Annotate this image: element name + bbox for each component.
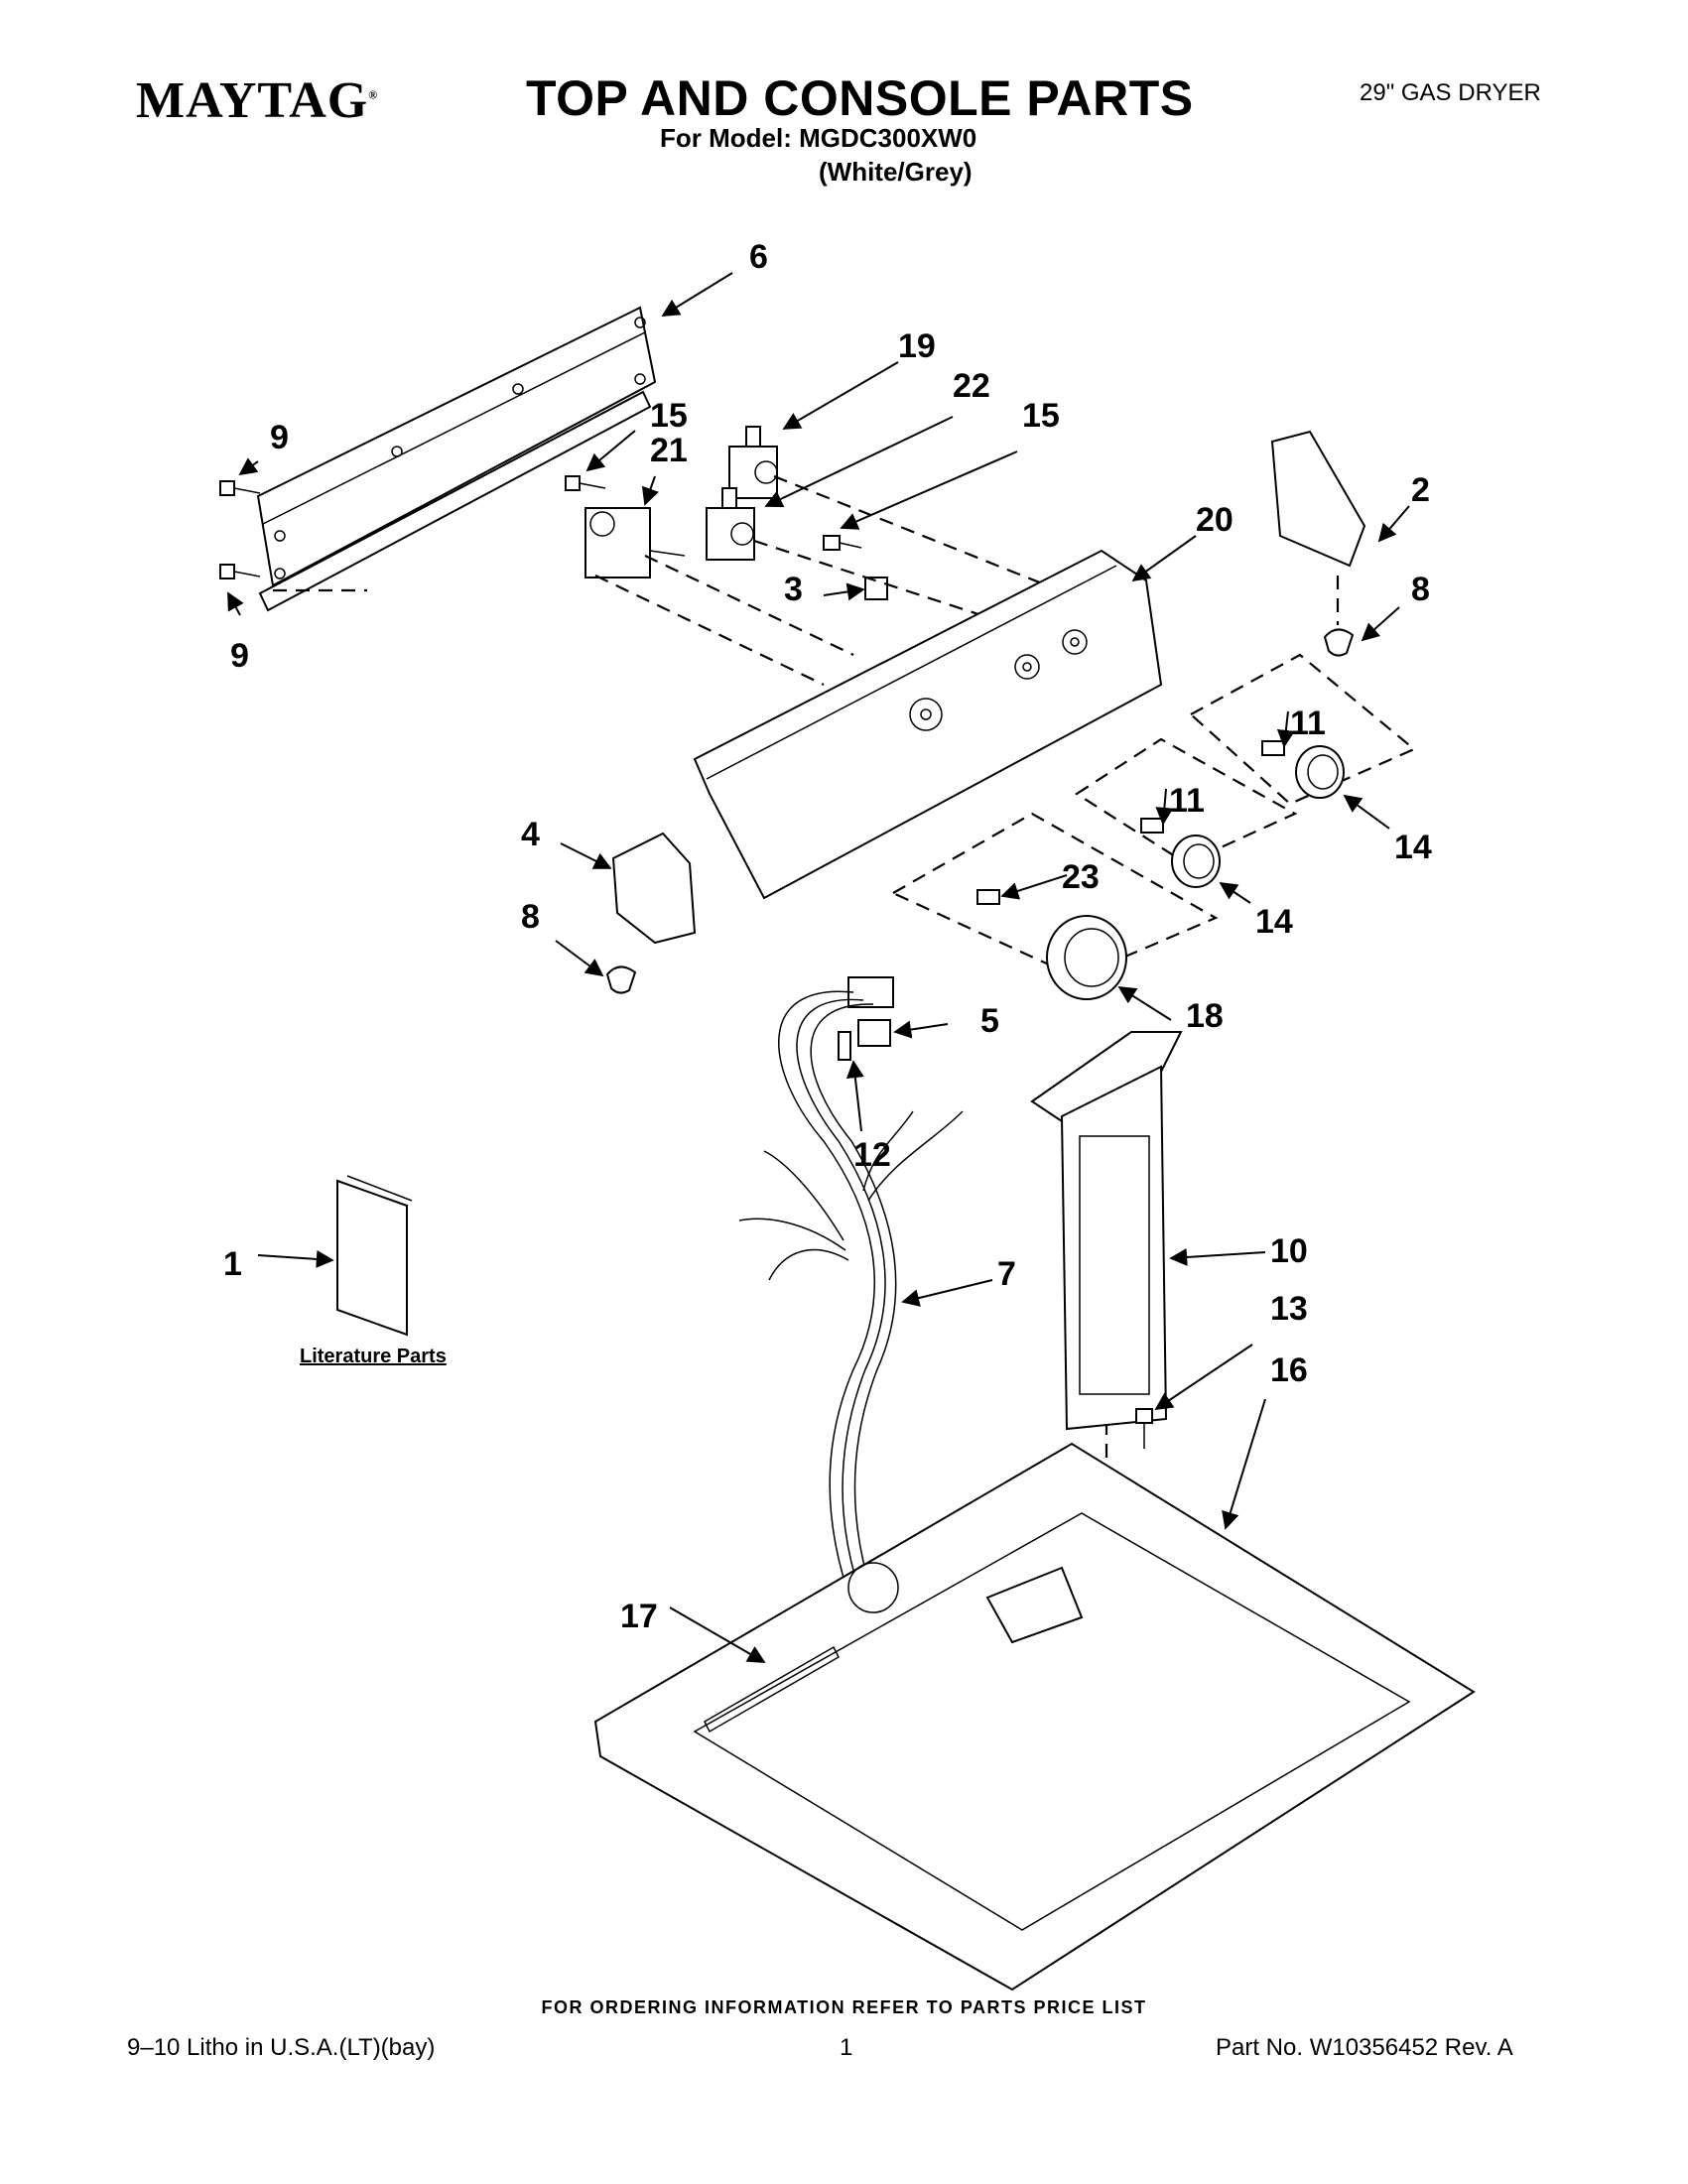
callout-6: 6: [749, 238, 768, 276]
callout-1: 1: [223, 1245, 242, 1283]
brand-name: MAYTAG: [136, 72, 369, 129]
lint-filter-part: [1030, 1031, 1183, 1449]
callout-19: 19: [898, 327, 936, 365]
wire-harness-part: [738, 976, 964, 1579]
callout-12: 12: [853, 1136, 891, 1174]
part-number: Part No. W10356452 Rev. A: [1216, 2034, 1513, 2061]
callout-13: 13: [1270, 1290, 1308, 1328]
callout-14b: 14: [1255, 903, 1293, 941]
callout-7: 7: [997, 1255, 1016, 1293]
console-panel-part: [693, 549, 1163, 900]
callout-16: 16: [1270, 1351, 1308, 1389]
callout-14a: 14: [1394, 829, 1432, 866]
callout-23: 23: [1062, 858, 1100, 896]
callout-10: 10: [1270, 1232, 1308, 1270]
callout-22: 22: [953, 367, 990, 405]
callout-15b: 15: [1022, 397, 1060, 435]
registered-mark: ®: [368, 87, 379, 102]
callout-2: 2: [1411, 471, 1430, 509]
selector-switch-part: [706, 426, 888, 600]
callout-4: 4: [521, 816, 540, 853]
dryer-top-part: [593, 1442, 1476, 1991]
print-info: 9–10 Litho in U.S.A.(LT)(bay): [127, 2034, 436, 2061]
variant-line: (White/Grey): [819, 157, 973, 187]
leader-lines: [227, 272, 1410, 1663]
screw-part: [219, 480, 261, 579]
assembly-lines: [273, 474, 1417, 1488]
callout-9b: 9: [230, 637, 249, 675]
callout-18: 18: [1186, 997, 1224, 1035]
knob-part: [976, 740, 1345, 1000]
appliance-type: 29" GAS DRYER: [1360, 79, 1541, 106]
callout-5: 5: [980, 1002, 999, 1040]
model-line: For Model: MGDC300XW0: [660, 123, 977, 153]
page-number: 1: [840, 2034, 853, 2061]
page-title: TOP AND CONSOLE PARTS: [526, 70, 1194, 126]
callout-3: 3: [784, 571, 803, 608]
switch-part: [565, 475, 686, 578]
callout-8a: 8: [521, 898, 540, 936]
end-cap-part: [605, 430, 1366, 994]
brand-logo: MAYTAG®: [136, 71, 378, 130]
literature-part: [336, 1175, 413, 1337]
callout-15a: 15: [650, 397, 688, 435]
callout-9a: 9: [270, 419, 289, 456]
ordering-note: FOR ORDERING INFORMATION REFER TO PARTS …: [541, 1997, 1147, 2017]
callout-labels: 6 19 22 15 21 15 9 9 3 20 2 8 11 11 14 1…: [223, 238, 1432, 1635]
literature-parts-label: Literature Parts: [300, 1346, 447, 1367]
callout-11b: 11: [1169, 782, 1205, 820]
rear-panel-part: [256, 306, 657, 612]
callout-11a: 11: [1290, 705, 1326, 742]
callout-8b: 8: [1411, 571, 1430, 608]
callout-20: 20: [1196, 501, 1234, 539]
callout-21: 21: [650, 432, 688, 469]
callout-17: 17: [620, 1598, 658, 1635]
